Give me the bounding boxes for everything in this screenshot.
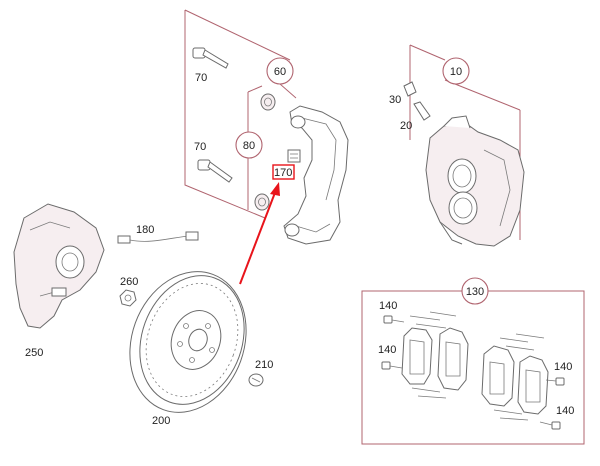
bushing-80-lower[interactable] bbox=[254, 193, 270, 211]
label-140-b: 140 bbox=[378, 344, 396, 356]
caliper-housing[interactable] bbox=[425, 115, 525, 247]
label-170-box bbox=[272, 164, 295, 180]
label-250: 250 bbox=[25, 347, 43, 359]
bolt-260[interactable] bbox=[119, 289, 137, 307]
pad-clips-right[interactable] bbox=[493, 333, 545, 421]
label-70-top: 70 bbox=[195, 72, 207, 84]
screw-140-c[interactable] bbox=[545, 377, 565, 386]
highlight-arrow bbox=[239, 182, 280, 285]
guide-bolt-170[interactable] bbox=[287, 149, 301, 163]
screw-140-a[interactable] bbox=[383, 315, 405, 324]
label-140-a: 140 bbox=[379, 300, 397, 312]
wear-sensor-180[interactable] bbox=[117, 231, 199, 244]
screw-210[interactable] bbox=[248, 373, 264, 387]
label-140-d: 140 bbox=[556, 405, 574, 417]
label-260: 260 bbox=[120, 276, 138, 288]
callout-60-label: 60 bbox=[274, 66, 286, 78]
screw-140-d[interactable] bbox=[539, 421, 561, 430]
label-180: 180 bbox=[136, 224, 154, 236]
callout-60[interactable] bbox=[266, 57, 294, 85]
caliper-carrier[interactable] bbox=[283, 105, 349, 245]
bushing-80-top[interactable] bbox=[260, 93, 276, 111]
label-170: 170 bbox=[274, 167, 292, 179]
callout-130-label: 130 bbox=[466, 286, 484, 298]
screw-140-b[interactable] bbox=[381, 361, 403, 370]
label-140-c: 140 bbox=[554, 361, 572, 373]
label-20: 20 bbox=[400, 120, 412, 132]
brake-pad-left-a[interactable] bbox=[401, 327, 433, 385]
pad-clips-left[interactable] bbox=[409, 311, 457, 399]
callout-80[interactable] bbox=[235, 131, 263, 159]
brake-disc-200[interactable] bbox=[111, 255, 265, 429]
bleed-screw-20[interactable] bbox=[413, 101, 431, 121]
label-30: 30 bbox=[389, 94, 401, 106]
callout-10-label: 10 bbox=[450, 66, 462, 78]
bolt-70-lower[interactable] bbox=[197, 159, 233, 183]
label-200: 200 bbox=[152, 415, 170, 427]
brake-pad-left-b[interactable] bbox=[437, 327, 469, 391]
callout-130[interactable] bbox=[461, 277, 489, 305]
bolt-70-top[interactable] bbox=[192, 47, 229, 69]
label-70-lower: 70 bbox=[194, 141, 206, 153]
brake-pad-right-a[interactable] bbox=[481, 345, 515, 407]
bleed-cap-30[interactable] bbox=[403, 81, 417, 97]
label-210: 210 bbox=[255, 359, 273, 371]
carrier-frame bbox=[184, 9, 291, 219]
callout-10[interactable] bbox=[442, 57, 470, 85]
dust-shield-250[interactable] bbox=[13, 203, 105, 329]
callout-80-label: 80 bbox=[243, 140, 255, 152]
pad-kit-box bbox=[361, 290, 585, 445]
brake-pad-right-b[interactable] bbox=[517, 355, 549, 415]
